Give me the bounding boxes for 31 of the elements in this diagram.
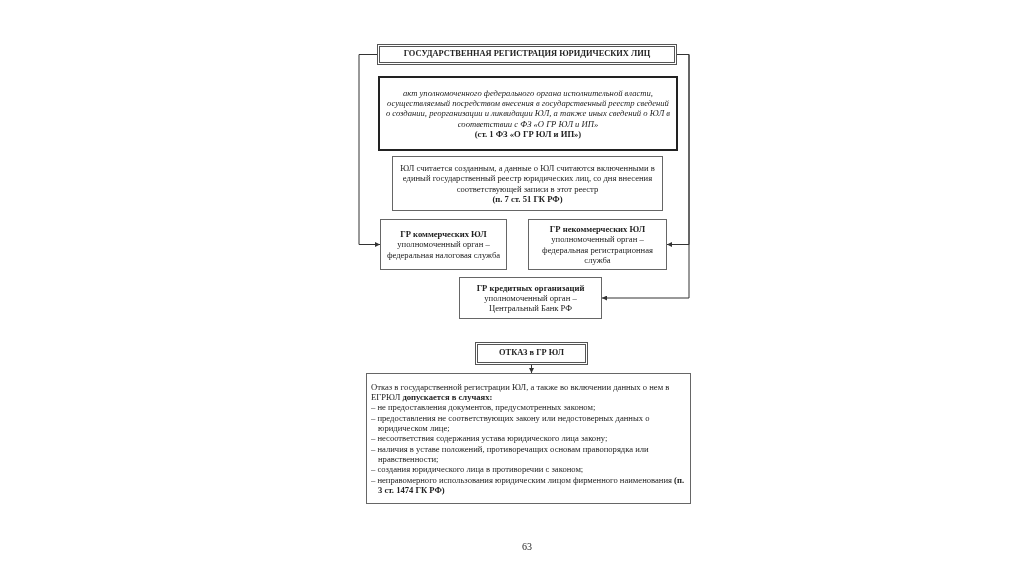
text: – создания юридического лица в противоречии с законом; <box>371 464 585 475</box>
text-box <box>392 156 663 211</box>
heading: ГОСУДАРСТВЕННАЯ РЕГИСТРАЦИЯ ЮРИДИЧЕСКИХ ЛИЦ <box>402 49 652 60</box>
page-number: 63 <box>521 541 533 552</box>
text: ГР некоммерческих ЮЛ <box>548 223 647 235</box>
reference-note: (п. 7 ст. 51 ГК РФ) <box>492 193 564 205</box>
title-box <box>377 44 677 65</box>
text: – неправомерного использования юридическим лицом фирменного наименования (п. 3 ст. 1474 ГК РФ) <box>371 474 686 496</box>
text: – несоответствия содержания устава юридического лица закону; <box>371 433 609 444</box>
text: ЮЛ считается созданным, а данные о ЮЛ считаются включенными в единый государственный реестр юридических лиц, со дня внесения соответствующей записи в этот реестр <box>399 162 656 194</box>
text: – не предоставления документов, предусмотренных законом; <box>371 402 597 413</box>
text-box <box>378 76 678 151</box>
text: – предоставления не соответствующих закону или недостоверных данных о юридическом лице; <box>371 412 651 434</box>
text: уполномоченный орган – федеральная регистрационная служба <box>541 234 654 266</box>
arrow <box>529 364 534 374</box>
text: ГР кредитных организаций <box>475 282 586 293</box>
text: ГР коммерческих ЮЛ <box>399 229 488 240</box>
text-box <box>380 219 507 270</box>
reference-note: (ст. 1 ФЗ «О ГР ЮЛ и ИП») <box>473 128 583 140</box>
text: уполномоченный орган – Центральный Банк РФ <box>483 292 577 314</box>
text-box <box>366 373 691 504</box>
text: – наличия в уставе положений, противоречащих основам правопорядка или нравственности; <box>371 443 650 465</box>
text: Отказ в государственной регистрации ЮЛ, а также во включении данных о нем в ЕГРЮЛ допускается в случаях: <box>371 381 671 403</box>
text: уполномоченный орган – федеральная налоговая служба <box>385 239 502 260</box>
heading: ОТКАЗ в ГР ЮЛ <box>498 348 565 359</box>
text: акт уполномоченного федерального органа исполнительной власти, осуществляемый посредством внесения в государственный реестр сведений о создании, реорганизации и ликвидации ЮЛ, а также иных сведений о ЮЛ в соответствии с ФЗ «О ГР ЮЛ и ИП» <box>384 87 672 129</box>
title-box <box>475 342 588 365</box>
arrow <box>601 54 690 301</box>
text-box <box>528 219 667 270</box>
arrow <box>358 54 381 247</box>
text-box <box>459 277 602 319</box>
